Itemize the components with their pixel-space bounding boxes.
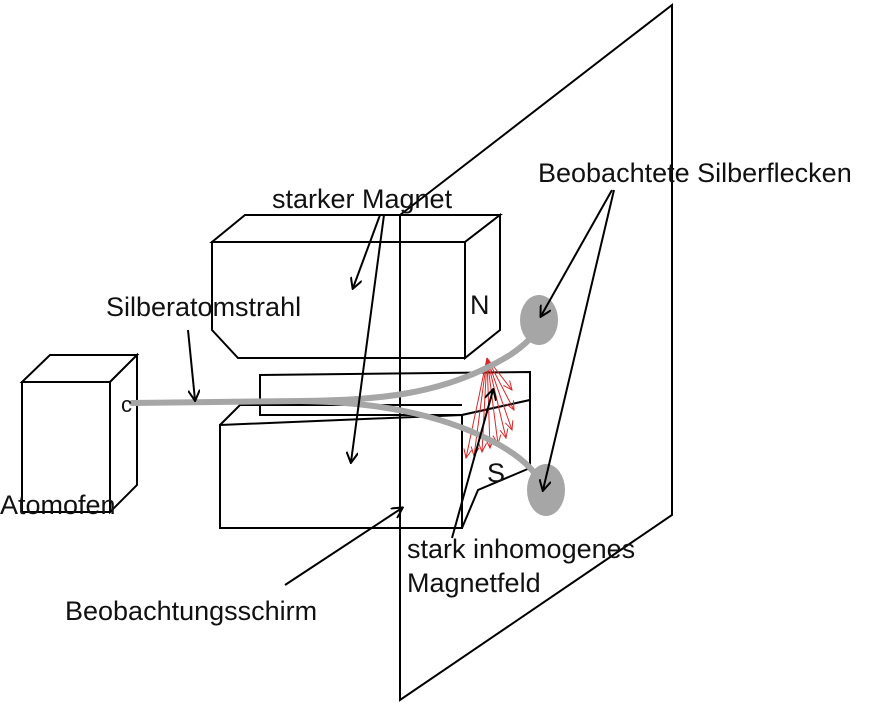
arrow-screen xyxy=(284,508,402,586)
arrow-spot-lower xyxy=(543,189,615,490)
label-screen: Beobachtungsschirm xyxy=(65,596,317,626)
label-oven-aperture: c xyxy=(121,392,132,417)
lower-magnet-edge xyxy=(219,404,462,426)
arrow-field xyxy=(451,390,493,539)
pointer-arrows xyxy=(187,189,615,586)
atom-oven xyxy=(19,352,140,515)
label-oven: Atomofen xyxy=(0,490,116,520)
arrow-beam xyxy=(187,329,195,400)
label-field-line2: Magnetfeld xyxy=(407,568,541,598)
arrow-magnet-lower xyxy=(351,214,385,462)
upper-magnet xyxy=(209,212,503,361)
upper-magnet-front xyxy=(211,241,466,359)
label-atom-beam: Silberatomstrahl xyxy=(106,292,301,322)
label-pole-south: S xyxy=(487,458,505,488)
silver-spot-upper xyxy=(520,295,558,345)
beam-lower-path xyxy=(297,398,545,488)
observation-screen xyxy=(399,2,673,702)
arrow-spot-upper xyxy=(541,189,613,316)
arrow-magnet-upper xyxy=(353,214,381,288)
oven-front-face xyxy=(21,381,111,513)
upper-magnet-top xyxy=(209,214,503,243)
label-observed-spots: Beobachtete Silberflecken xyxy=(538,158,852,188)
silver-spot-lower xyxy=(527,464,565,516)
lower-magnet-front xyxy=(219,413,463,529)
label-field-line1: stark inhomogenes xyxy=(407,534,635,564)
oven-side-face xyxy=(109,352,138,515)
label-strong-magnet: starker Magnet xyxy=(272,184,453,214)
label-pole-north: N xyxy=(470,290,490,320)
